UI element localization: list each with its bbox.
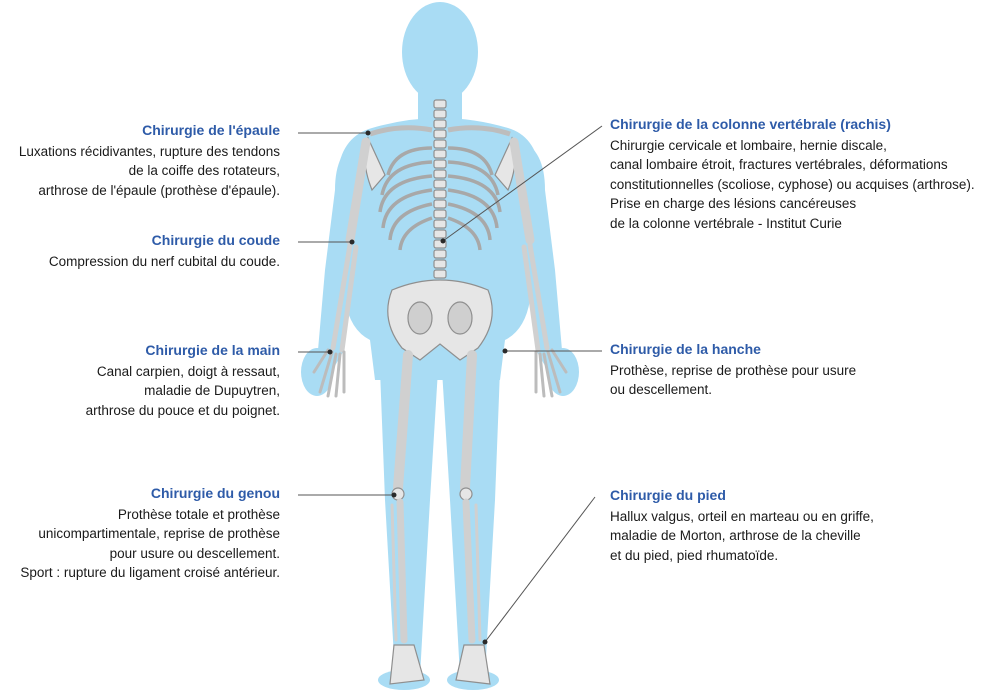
annotation-line: Canal carpien, doigt à ressaut,	[86, 362, 280, 382]
annotation-line: constitutionnelles (scoliose, cyphose) o…	[610, 175, 975, 195]
tibia-left	[400, 502, 404, 640]
annotation-title-coude: Chirurgie du coude	[49, 231, 280, 251]
annotation-rachis: Chirurgie de la colonne vertébrale (rach…	[610, 115, 975, 233]
annotation-title-genou: Chirurgie du genou	[20, 484, 280, 504]
annotation-line: Luxations récidivantes, rupture des tend…	[19, 142, 280, 162]
annotation-genou: Chirurgie du genou Prothèse totale et pr…	[20, 484, 280, 583]
annotation-line: Prise en charge des lésions cancéreuses	[610, 194, 975, 214]
annotation-line: et du pied, pied rhumatoïde.	[610, 546, 874, 566]
annotation-coude: Chirurgie du coude Compression du nerf c…	[49, 231, 280, 271]
annotation-line: arthrose du pouce et du poignet.	[86, 401, 280, 421]
annotation-line: canal lombaire étroit, fractures vertébr…	[610, 155, 975, 175]
annotation-line: Sport : rupture du ligament croisé antér…	[20, 563, 280, 583]
patella-right	[460, 488, 472, 500]
annotation-line: de la colonne vertébrale - Institut Curi…	[610, 214, 975, 234]
annotation-line: Chirurgie cervicale et lombaire, hernie …	[610, 136, 975, 156]
annotation-title-rachis: Chirurgie de la colonne vertébrale (rach…	[610, 115, 975, 135]
annotation-line: Prothèse, reprise de prothèse pour usure	[610, 361, 856, 381]
annotation-line: arthrose de l'épaule (prothèse d'épaule)…	[19, 181, 280, 201]
annotation-title-main: Chirurgie de la main	[86, 341, 280, 361]
annotation-line: de la coiffe des rotateurs,	[19, 161, 280, 181]
femur-right	[465, 355, 472, 488]
annotation-line: pour usure ou descellement.	[20, 544, 280, 564]
annotation-hanche: Chirurgie de la hanche Prothèse, reprise…	[610, 340, 856, 400]
annotation-title-epaule: Chirurgie de l'épaule	[19, 121, 280, 141]
annotation-line: Prothèse totale et prothèse	[20, 505, 280, 525]
annotation-title-pied: Chirurgie du pied	[610, 486, 874, 506]
annotation-line: Hallux valgus, orteil en marteau ou en g…	[610, 507, 874, 527]
annotation-main: Chirurgie de la main Canal carpien, doig…	[86, 341, 280, 420]
leader-pied	[483, 497, 596, 645]
annotation-line: maladie de Morton, arthrose de la chevil…	[610, 526, 874, 546]
annotation-title-hanche: Chirurgie de la hanche	[610, 340, 856, 360]
annotation-line: maladie de Dupuytren,	[86, 381, 280, 401]
annotation-line: Compression du nerf cubital du coude.	[49, 252, 280, 272]
annotation-epaule: Chirurgie de l'épaule Luxations récidiva…	[19, 121, 280, 200]
annotation-line: unicompartimentale, reprise de prothèse	[20, 524, 280, 544]
annotation-line: ou descellement.	[610, 380, 856, 400]
annotation-pied: Chirurgie du pied Hallux valgus, orteil …	[610, 486, 874, 565]
leader-genou	[298, 493, 397, 498]
